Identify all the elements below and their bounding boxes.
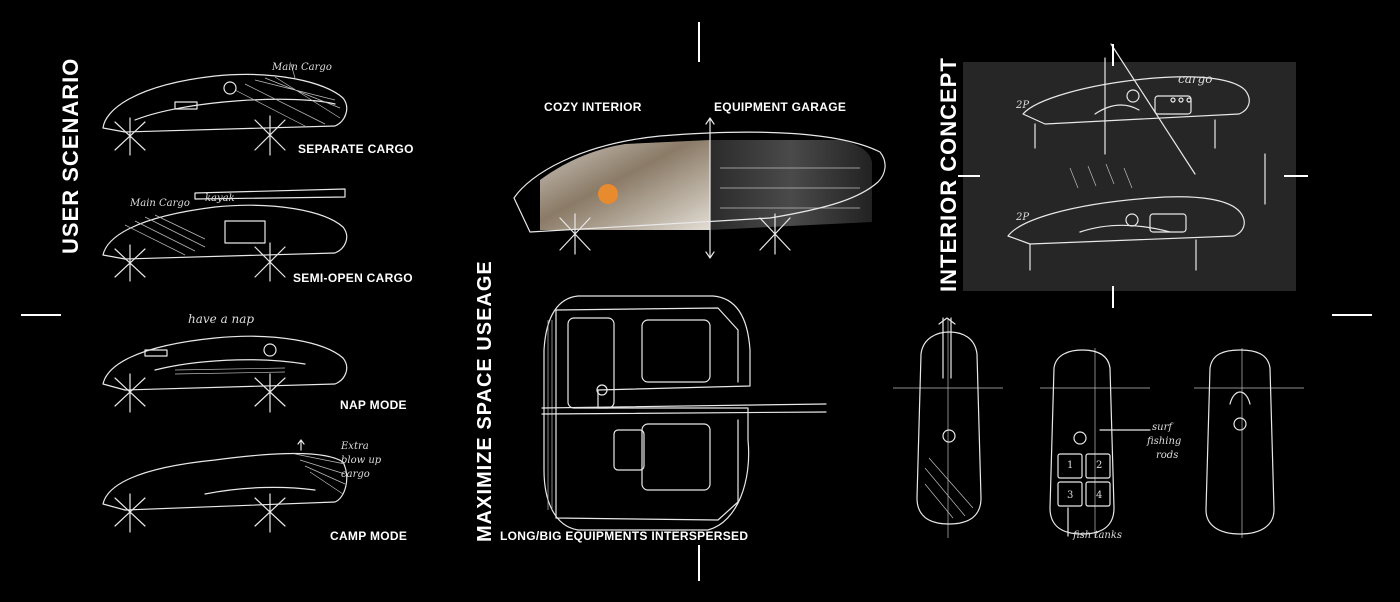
tank-number-4: 4 — [1096, 490, 1103, 501]
plan-view-sketch-2 — [1040, 348, 1151, 538]
2p-note-bottom: 2P — [1016, 212, 1030, 223]
tank-number-2: 2 — [1096, 460, 1103, 471]
kayak-note: kayak — [205, 193, 235, 204]
plan-view-sketch-3 — [1194, 348, 1304, 538]
have-a-nap-note: have a nap — [188, 312, 255, 326]
interior-side-sketch-bottom — [1007, 163, 1245, 271]
camp-mode-label: CAMP MODE — [330, 529, 408, 543]
tank-number-3: 3 — [1067, 490, 1074, 501]
interior-side-sketch-top — [1022, 43, 1266, 205]
nap-mode-sketch — [102, 335, 348, 413]
surf-note: surf — [1152, 422, 1173, 433]
panel-mark-right — [1284, 175, 1308, 177]
rods-note: rods — [1156, 450, 1179, 461]
fishing-note: fishing — [1147, 436, 1182, 447]
fish-tanks-note: fish tanks — [1073, 530, 1123, 541]
camp-mode-sketch — [102, 439, 348, 533]
tank-number-1: 1 — [1067, 460, 1074, 471]
equipment-garage-label: EQUIPMENT GARAGE — [714, 100, 847, 114]
split-interior-sketch — [513, 117, 886, 259]
crop-mark-top — [698, 22, 700, 62]
cargo-note: cargo — [341, 469, 370, 480]
plan-view-sketch-1 — [893, 317, 1003, 538]
panel-mark-bottom — [1112, 286, 1114, 308]
panel-mark-top — [1112, 44, 1114, 66]
cargo-note-interior: cargo — [1178, 72, 1213, 86]
blow-up-note: blow up — [341, 455, 382, 466]
main-cargo-note-1: Main Cargo — [272, 62, 332, 73]
2p-note-top: 2P — [1016, 100, 1030, 111]
semi-open-cargo-label: SEMI-OPEN CARGO — [293, 271, 413, 285]
cozy-interior-label: COZY INTERIOR — [544, 100, 642, 114]
main-cargo-note-2: Main Cargo — [130, 198, 190, 209]
extra-note: Extra — [341, 441, 369, 452]
crop-mark-right — [1332, 314, 1372, 316]
separate-cargo-sketch — [102, 63, 348, 156]
floor-plan-sketch — [541, 295, 827, 531]
nap-mode-label: NAP MODE — [340, 398, 407, 412]
crop-mark-bottom — [698, 545, 700, 581]
crop-mark-left — [21, 314, 61, 316]
space-title: MAXIMIZE SPACE USEAGE — [474, 260, 496, 542]
long-big-equipments-label: LONG/BIG EQUIPMENTS INTERSPERSED — [500, 529, 749, 543]
semi-open-cargo-sketch — [102, 188, 348, 282]
panel-mark-left — [958, 175, 980, 177]
user-scenario-title: USER SCENARIO — [58, 57, 83, 254]
separate-cargo-label: SEPARATE CARGO — [298, 142, 414, 156]
